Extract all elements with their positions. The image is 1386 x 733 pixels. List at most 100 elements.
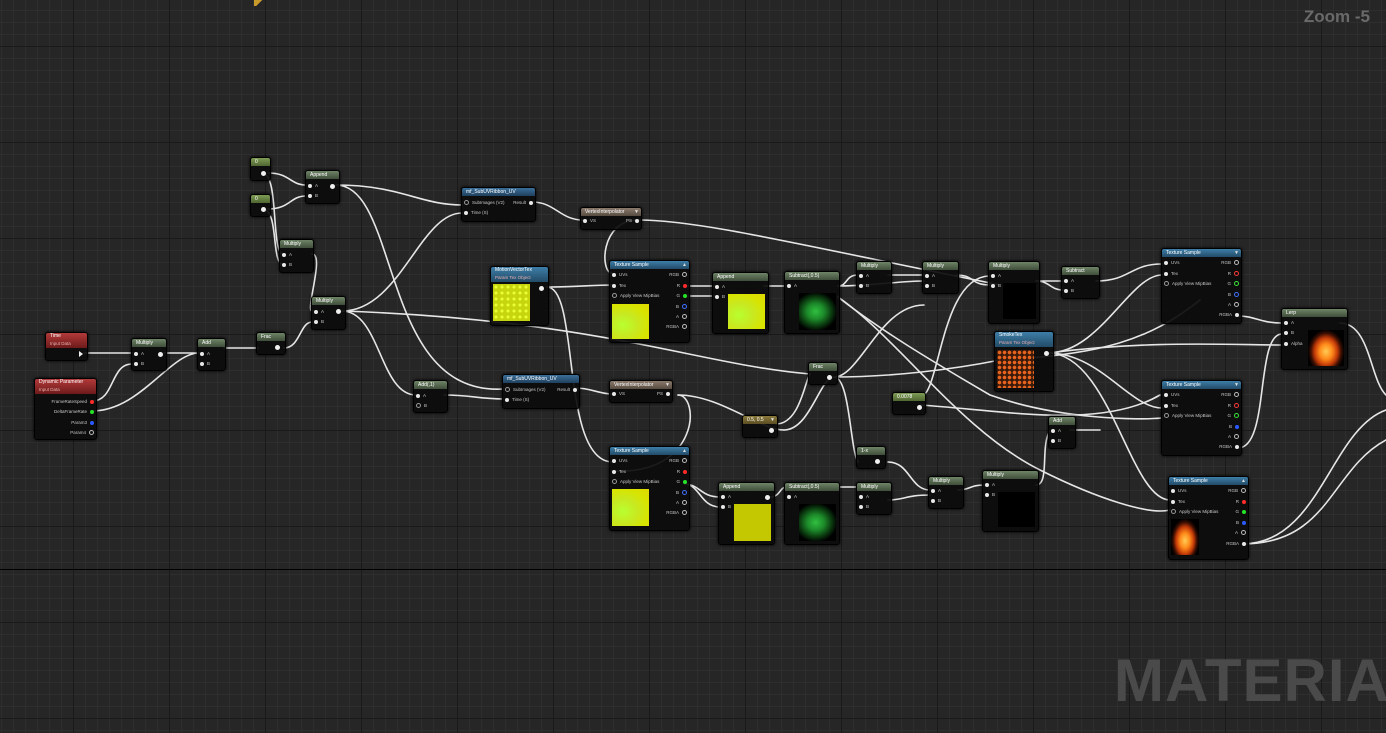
output-pin-result[interactable]: Result (557, 387, 577, 393)
input-pin-mipbias[interactable]: Apply View MipBias (1164, 413, 1211, 419)
chevron-up-icon[interactable]: ▲ (682, 262, 687, 268)
input-pin-tex[interactable]: Tex (1164, 271, 1178, 277)
multiply-node[interactable]: Multiply A B (856, 482, 892, 515)
output-pin-ps[interactable]: PS (626, 218, 639, 224)
input-pin-b[interactable]: B (282, 262, 292, 268)
output-pin-b[interactable]: B (1229, 424, 1239, 430)
input-pin-a[interactable]: A (859, 494, 869, 500)
add-one-node[interactable]: Add(,1) A B (413, 380, 448, 413)
output-pin-result[interactable]: Result (513, 200, 533, 206)
output-pin-rgba[interactable]: RGBA (1226, 541, 1246, 547)
output-pin-a[interactable]: A (676, 500, 687, 506)
input-pin-uvs[interactable]: UVs (612, 272, 628, 278)
input-pin-vs[interactable]: VS (612, 391, 625, 397)
input-pin-a[interactable]: A (715, 284, 725, 290)
input-pin-b[interactable]: B (1051, 438, 1061, 444)
output-pin[interactable] (261, 207, 266, 212)
input-pin-tex[interactable]: Tex (612, 283, 626, 289)
output-pin-a[interactable]: A (1228, 302, 1239, 308)
subuv-ribbon-function-node[interactable]: mf_SubUVRibbon_UV SubImages (V2) Time (S… (461, 187, 536, 222)
output-pin-g[interactable]: G (676, 479, 687, 485)
output-pin-b[interactable]: B (1228, 292, 1239, 298)
input-pin-subimages[interactable]: SubImages (V2) (464, 200, 505, 206)
input-pin-b[interactable]: B (308, 193, 318, 199)
input-pin-vs[interactable]: VS (583, 218, 596, 224)
input-pin-a[interactable]: A (134, 351, 144, 357)
subtract-node[interactable]: Subtract A B (1061, 266, 1100, 299)
output-pin-rgba[interactable]: RGBA (1219, 444, 1239, 450)
input-pin-a[interactable]: A (931, 488, 941, 494)
constant-node[interactable]: 0 (250, 157, 271, 181)
output-pin-rgb[interactable]: RGB (1228, 488, 1246, 494)
output-pin-framerate-speed[interactable]: FrameRateSpeed (51, 399, 94, 405)
output-pin-r[interactable]: R (677, 469, 687, 475)
output-pin[interactable] (336, 309, 341, 314)
subuv-ribbon-function-node[interactable]: mf_SubUVRibbon_UV SubImages (V2) Time (S… (502, 374, 580, 409)
subtract-node[interactable]: Subtract(,0.5) A (784, 271, 840, 334)
output-pin-r[interactable]: R (1228, 271, 1239, 277)
input-pin-a[interactable]: A (308, 183, 318, 189)
input-pin-a[interactable]: A (721, 494, 731, 500)
input-pin-time[interactable]: Time (S) (464, 210, 488, 216)
output-pin-rgba[interactable]: RGBA (1219, 312, 1239, 318)
multiply-node[interactable]: Multiply A B (856, 261, 892, 294)
output-pin-a[interactable]: A (1228, 434, 1239, 440)
output-pin-rgba[interactable]: RGBA (666, 510, 687, 516)
input-pin-a[interactable]: A (282, 252, 292, 258)
add-node[interactable]: Add A B (197, 338, 226, 371)
constant2-node[interactable]: 0.5, 0.5▼ (742, 415, 778, 438)
chevron-down-icon[interactable]: ▼ (634, 209, 639, 215)
input-pin-a[interactable]: A (925, 273, 935, 279)
input-pin-uvs[interactable]: UVs (612, 458, 628, 464)
output-pin-rgba[interactable]: RGBA (666, 324, 687, 330)
multiply-node[interactable]: Multiply A B (279, 239, 314, 273)
output-pin[interactable] (827, 375, 832, 380)
output-pin[interactable] (769, 428, 774, 433)
input-pin-b[interactable]: B (925, 283, 935, 289)
output-pin-g[interactable]: G (1235, 509, 1246, 515)
chevron-up-icon[interactable]: ▲ (1241, 478, 1246, 484)
output-pin-ps[interactable]: PS (657, 391, 670, 397)
output-pin[interactable] (539, 286, 544, 291)
texture-sample-node[interactable]: Texture Sample▲ UVs Tex Apply View MipBi… (1168, 476, 1249, 560)
input-pin-uvs[interactable]: UVs (1164, 392, 1180, 398)
output-pin-r[interactable]: R (677, 283, 687, 289)
constant-node[interactable]: 0 (250, 194, 271, 217)
output-pin-r[interactable]: R (1236, 499, 1246, 505)
input-pin-b[interactable]: B (991, 283, 1001, 289)
append-node[interactable]: Append A B (718, 482, 775, 545)
chevron-down-icon[interactable]: ▼ (665, 382, 670, 388)
output-pin[interactable] (875, 459, 880, 464)
output-pin-rgb[interactable]: RGB (1221, 392, 1239, 398)
input-pin-b[interactable]: B (715, 294, 725, 300)
input-pin-tex[interactable]: Tex (612, 469, 626, 475)
output-pin-a[interactable]: A (676, 314, 687, 320)
texture-sample-node[interactable]: Texture Sample▲ UVs Tex Apply View MipBi… (609, 260, 690, 343)
input-pin-a[interactable]: A (1051, 428, 1061, 434)
input-pin-a[interactable]: A (787, 494, 797, 500)
vertex-interpolator-node[interactable]: VertexInterpolator▼ VS PS (609, 380, 673, 403)
add-node[interactable]: Add A B (1048, 416, 1076, 449)
lerp-node[interactable]: Lerp A B Alpha (1281, 308, 1348, 370)
frac-node[interactable]: Frac (808, 362, 838, 385)
multiply-node[interactable]: Multiply A B (988, 261, 1040, 324)
output-pin-param4[interactable]: Param4 (70, 430, 94, 436)
vertex-interpolator-node[interactable]: VertexInterpolator▼ VS PS (580, 207, 642, 230)
output-pin-delta-framerate[interactable]: DeltaFrameRate (54, 409, 94, 415)
multiply-node[interactable]: Multiply A B (311, 296, 346, 330)
output-pin-rgb[interactable]: RGB (669, 272, 687, 278)
input-pin-b[interactable]: B (200, 361, 210, 367)
output-pin[interactable] (79, 351, 83, 357)
output-pin-rgb[interactable]: RGB (669, 458, 687, 464)
output-pin-g[interactable]: G (1227, 281, 1239, 287)
chevron-down-icon[interactable]: ▼ (770, 417, 775, 423)
multiply-node[interactable]: Multiply A B (131, 338, 167, 371)
output-pin[interactable] (275, 345, 280, 350)
input-pin-a[interactable]: A (1284, 320, 1294, 326)
input-pin-alpha[interactable]: Alpha (1284, 341, 1303, 347)
frac-node[interactable]: Frac (256, 332, 286, 355)
output-pin-a[interactable]: A (1235, 530, 1246, 536)
input-pin-mipbias[interactable]: Apply View MipBias (1164, 281, 1211, 287)
